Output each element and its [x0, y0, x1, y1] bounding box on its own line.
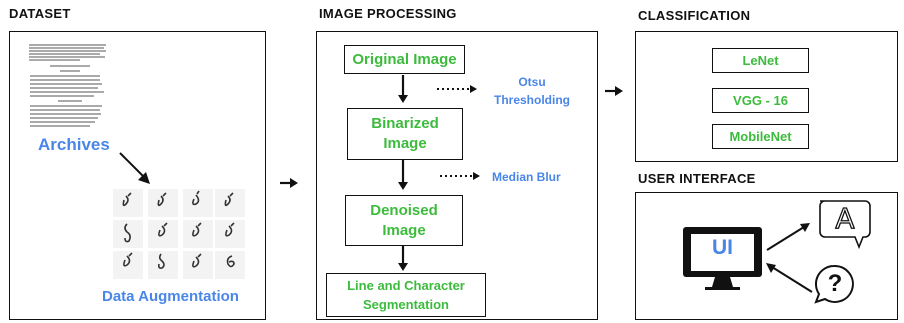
vgg16-box: VGG - 16	[712, 88, 809, 113]
processing-to-classification-arrow	[605, 86, 623, 96]
sample-row-2	[113, 220, 245, 248]
question-mark-glyph: ?	[827, 270, 843, 297]
segmentation-box: Line and Character Segmentation	[326, 273, 486, 317]
letter-a-glyph: A	[835, 201, 855, 235]
image-processing-title: IMAGE PROCESSING	[319, 6, 457, 21]
ui-screen-label: UI	[712, 236, 733, 259]
data-augmentation-label: Data Augmentation	[102, 288, 239, 305]
lenet-box: LeNet	[712, 48, 809, 73]
dataset-title: DATASET	[9, 6, 71, 21]
sample-row-3	[113, 251, 245, 279]
median-blur-label: Median Blur	[492, 170, 561, 184]
classification-title: CLASSIFICATION	[638, 8, 751, 23]
letter-speech-bubble-icon	[819, 200, 871, 250]
side-dotted-arrows	[437, 85, 480, 180]
augmentation-sample-grid	[113, 189, 245, 279]
mobilenet-box: MobileNet	[712, 124, 809, 149]
ui-to-output-arrow	[766, 223, 810, 251]
input-to-ui-arrow	[766, 263, 813, 293]
otsu-thresholding-label: Otsu Thresholding	[494, 75, 570, 107]
archives-to-augmentation-arrow	[119, 152, 150, 184]
binarized-image-box: Binarized Image	[347, 108, 463, 160]
user-interface-panel	[635, 192, 898, 320]
denoised-image-box: Denoised Image	[345, 195, 463, 246]
original-image-box: Original Image	[344, 45, 465, 74]
user-interface-title: USER INTERFACE	[638, 171, 756, 186]
pipeline-down-arrows	[398, 75, 408, 271]
monitor-icon	[683, 227, 762, 290]
question-speech-bubble-icon	[814, 264, 854, 304]
sample-row-1	[113, 189, 245, 217]
dataset-to-processing-arrow	[280, 178, 298, 188]
archives-label: Archives	[38, 135, 110, 154]
archive-document-thumbnail	[29, 44, 106, 127]
